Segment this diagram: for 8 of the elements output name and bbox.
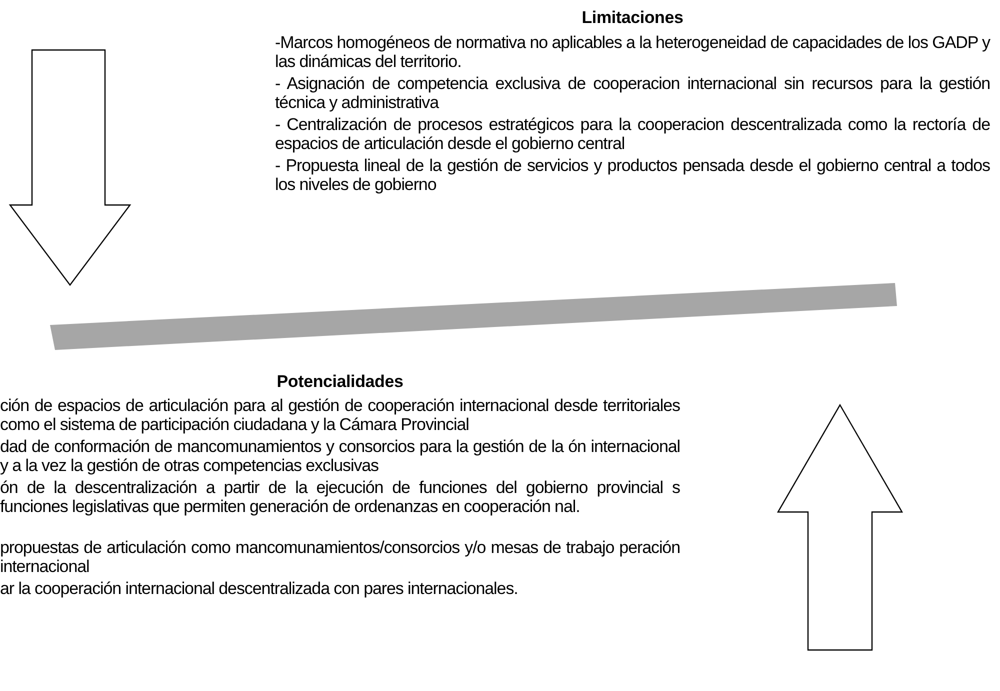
paragraph: - Asignación de competencia exclusiva de cooperacion internacional sin recursos para la gestión técnica y administrativa — [275, 74, 990, 112]
paragraph: -Marcos homogéneos de normativa no aplicables a la heterogeneidad de capacidades de los GADP y las dinámicas del territorio. — [275, 33, 990, 71]
paragraph: - Centralización de procesos estratégicos para la cooperacion descentralizada como la rectoría de espacios de articulación desde el gobierno central — [275, 115, 990, 153]
paragraph: - Propuesta lineal de la gestión de servicios y productos pensada desde el gobierno central a todos los niveles de gobierno — [275, 156, 990, 194]
paragraph: ar la cooperación internacional descentralizada con pares internacionales. — [0, 579, 519, 598]
paragraph: ón de la descentralización a partir de la ejecución de funciones del gobierno provincial s funciones legislativas que permiten generación de ordenanzas en cooperación nal. — [0, 478, 680, 516]
section-heading: Limitaciones — [580, 8, 684, 27]
section-heading: Potencialidades — [276, 372, 404, 391]
